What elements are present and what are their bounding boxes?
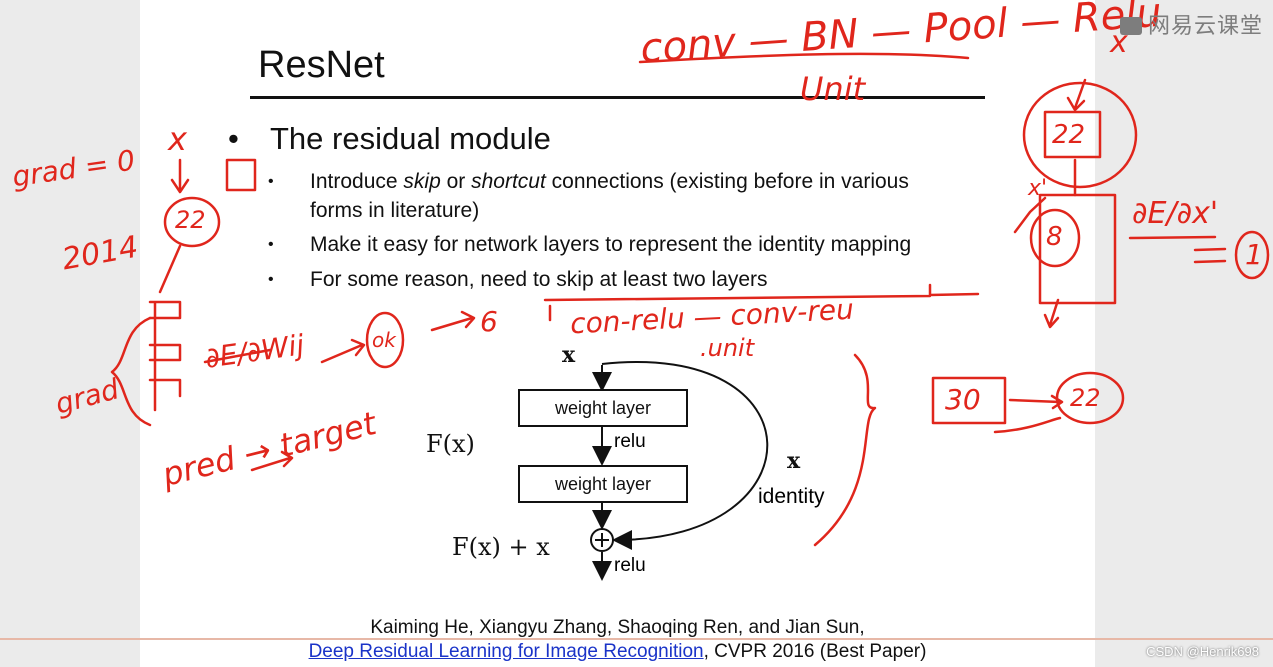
ink-circle-8 <box>1029 208 1081 268</box>
skip-connection <box>601 361 769 550</box>
citation-venue: , CVPR 2016 (Best Paper) <box>703 641 927 662</box>
ink-top-underline <box>638 52 970 64</box>
sub-bullet-2: • Make it easy for network layers to rep… <box>268 230 912 259</box>
sub-bullet-1: • Introduce skip or shortcut connections… <box>268 167 909 225</box>
csdn-watermark: CSDN @Henrik698 <box>1146 644 1259 659</box>
text: Make it easy for network layers to repre… <box>310 233 912 256</box>
netease-logo-icon <box>1119 17 1142 35</box>
ink-arrow-target <box>250 450 294 472</box>
slide <box>140 0 1095 667</box>
bullet-dot: • <box>268 173 274 190</box>
bullet-dot: • <box>268 236 274 253</box>
bottom-divider <box>0 638 1273 640</box>
ink-equals <box>1193 247 1227 264</box>
ink-arrow-30 <box>1008 394 1064 410</box>
fx-plus-x-label: F(x) + x <box>452 533 550 561</box>
weight-layer-1: weight layer <box>518 389 688 427</box>
ink-tall-box <box>1038 193 1117 305</box>
ink-circle-top-right <box>1022 81 1138 189</box>
ink-box-22 <box>1043 110 1102 159</box>
identity-label: identity <box>758 485 825 508</box>
text: Introduce <box>310 170 404 193</box>
page-title: ResNet <box>258 44 385 86</box>
ink-left-brace <box>110 316 152 427</box>
ink-arrow-up <box>1013 196 1047 234</box>
ink-chain-bracket <box>543 283 980 322</box>
ink-unit-mid: .unit <box>700 334 755 362</box>
ink-arrow-6 <box>430 310 476 332</box>
relu-2: relu <box>614 555 646 576</box>
ink-x-prime: x' <box>1028 176 1048 201</box>
ink-box-22-text: 22 <box>1052 120 1086 150</box>
ink-6: 6 <box>480 305 498 338</box>
ink-arrow-down-right <box>1043 298 1060 329</box>
ink-fraction-dEdx <box>1128 235 1217 240</box>
ink-line-down <box>158 244 182 294</box>
sub-bullet-3: • For some reason, need to skip at least… <box>268 265 768 294</box>
main-bullet-text: The residual module <box>270 121 551 156</box>
skip-x-label: x <box>787 448 801 474</box>
ink-return-arrow <box>993 416 1062 434</box>
relu-1: relu <box>614 431 646 452</box>
main-bullet: • The residual module <box>228 121 551 157</box>
ink-dE-dx: ∂E/∂x' <box>1132 196 1219 231</box>
ink-circle-22 <box>163 196 221 248</box>
paper-link[interactable]: Deep Residual Learning for Image Recogni… <box>308 641 704 662</box>
ink-stack <box>148 300 182 412</box>
ink-arrow-to-22 <box>1066 78 1087 112</box>
ink-right-brace <box>813 353 877 547</box>
bullet-dot: • <box>228 121 239 156</box>
fx-label: F(x) <box>426 430 475 458</box>
ink-top-unit: Unit <box>800 70 866 108</box>
ink-circle-1 <box>1234 230 1270 280</box>
text: forms in literature) <box>310 199 480 222</box>
em-skip: skip <box>403 170 441 193</box>
ink-arrowhead <box>170 178 190 194</box>
netease-watermark: 网易云课堂 <box>1119 8 1263 40</box>
text: or <box>440 170 472 193</box>
ink-ok: ok <box>372 328 396 352</box>
netease-text: 网易云课堂 <box>1147 13 1263 38</box>
ink-x-top: x <box>168 120 187 158</box>
text: connections (existing before in various <box>545 170 909 193</box>
residual-diagram <box>590 361 769 581</box>
citation-line: Deep Residual Learning for Image Recogni… <box>140 641 1095 663</box>
title-underline <box>250 96 985 99</box>
diagram-input-x: x <box>562 342 576 368</box>
ink-arrow-ok <box>320 338 366 364</box>
ink-fraction-bar <box>203 348 272 364</box>
ink-small-box <box>225 158 257 192</box>
ink-circle-22-text: 22 <box>175 206 206 234</box>
ink-circle-22b-text: 22 <box>1070 384 1101 412</box>
ink-box-30-text: 30 <box>945 383 981 416</box>
citation-authors: Kaiming He, Xiangyu Zhang, Shaoqing Ren,… <box>370 617 865 638</box>
weight-layer-2: weight layer <box>518 465 688 503</box>
ink-circle-22b <box>1055 371 1125 425</box>
ink-box-30 <box>931 376 1007 425</box>
ink-one: 1 <box>1245 238 1263 271</box>
bullet-dot: • <box>268 271 274 288</box>
text: For some reason, need to skip at least t… <box>310 268 768 291</box>
ink-circle-ok <box>365 311 405 369</box>
ink-box-8-text: 8 <box>1046 222 1063 252</box>
em-shortcut: shortcut <box>471 170 546 193</box>
